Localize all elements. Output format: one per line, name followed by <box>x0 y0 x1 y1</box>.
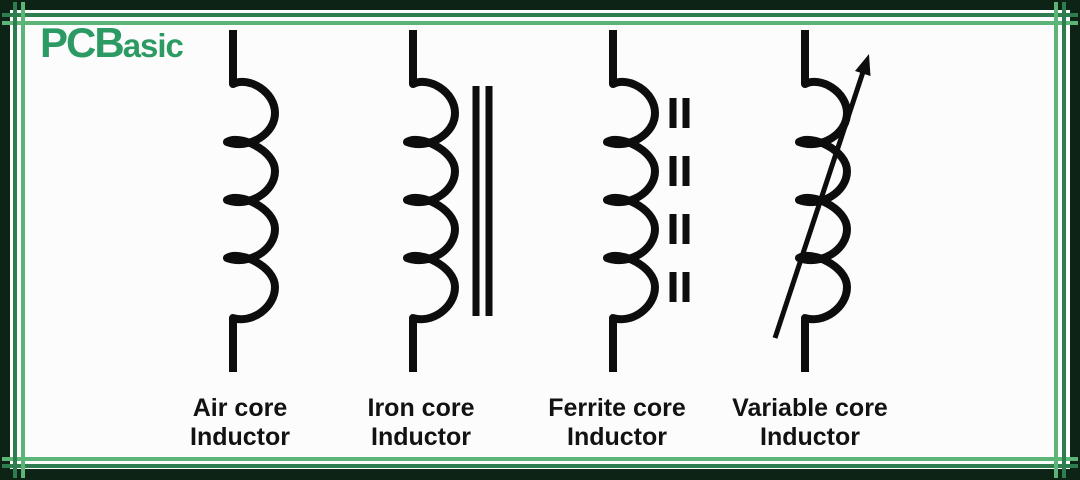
frame-line-left-outer <box>13 2 17 478</box>
air-core-inductor-symbol <box>173 24 333 376</box>
label-line1: Variable core <box>732 394 888 422</box>
pcbasic-logo: PCBasic <box>40 19 184 66</box>
label-line2: Inductor <box>567 423 667 451</box>
coil-winding <box>403 30 459 372</box>
variable-arrow-shaft <box>772 68 867 339</box>
coil-winding <box>795 30 851 372</box>
pcbasic-logo-main: PCB <box>40 19 125 66</box>
frame-line-right-outer <box>1062 2 1066 478</box>
ferrite-core-inductor-drawing <box>603 30 690 372</box>
label-iron-core: Iron core Inductor <box>311 394 531 452</box>
frame-line-right-inner <box>1054 2 1058 478</box>
iron-core-inductor-drawing <box>403 30 493 372</box>
label-variable-core: Variable core Inductor <box>700 394 920 452</box>
label-line2: Inductor <box>190 423 290 451</box>
label-line2: Inductor <box>371 423 471 451</box>
variable-core-inductor-symbol <box>745 24 905 376</box>
frame-line-bottom-inner <box>2 457 1078 461</box>
label-air-core: Air core Inductor <box>130 394 350 452</box>
ferrite-core-dashed-lines <box>669 98 690 302</box>
iron-core-lines <box>472 86 493 316</box>
ferrite-core-inductor-symbol <box>553 24 713 376</box>
coil-winding <box>603 30 659 372</box>
air-core-inductor-drawing <box>223 30 279 372</box>
iron-core-inductor-symbol <box>353 24 513 376</box>
frame-line-bottom-outer <box>2 464 1078 468</box>
variable-arrow-head-icon <box>855 54 871 76</box>
variable-core-inductor-drawing <box>772 30 871 372</box>
label-line1: Ferrite core <box>548 394 686 422</box>
label-line1: Air core <box>192 394 288 422</box>
pcbasic-logo-tail: asic <box>122 27 184 64</box>
label-ferrite-core: Ferrite core Inductor <box>507 394 727 452</box>
frame-line-left-inner <box>21 2 25 478</box>
label-line2: Inductor <box>760 423 860 451</box>
coil-winding <box>223 30 279 372</box>
label-line1: Iron core <box>367 394 475 422</box>
frame-line-top-outer <box>2 13 1078 17</box>
